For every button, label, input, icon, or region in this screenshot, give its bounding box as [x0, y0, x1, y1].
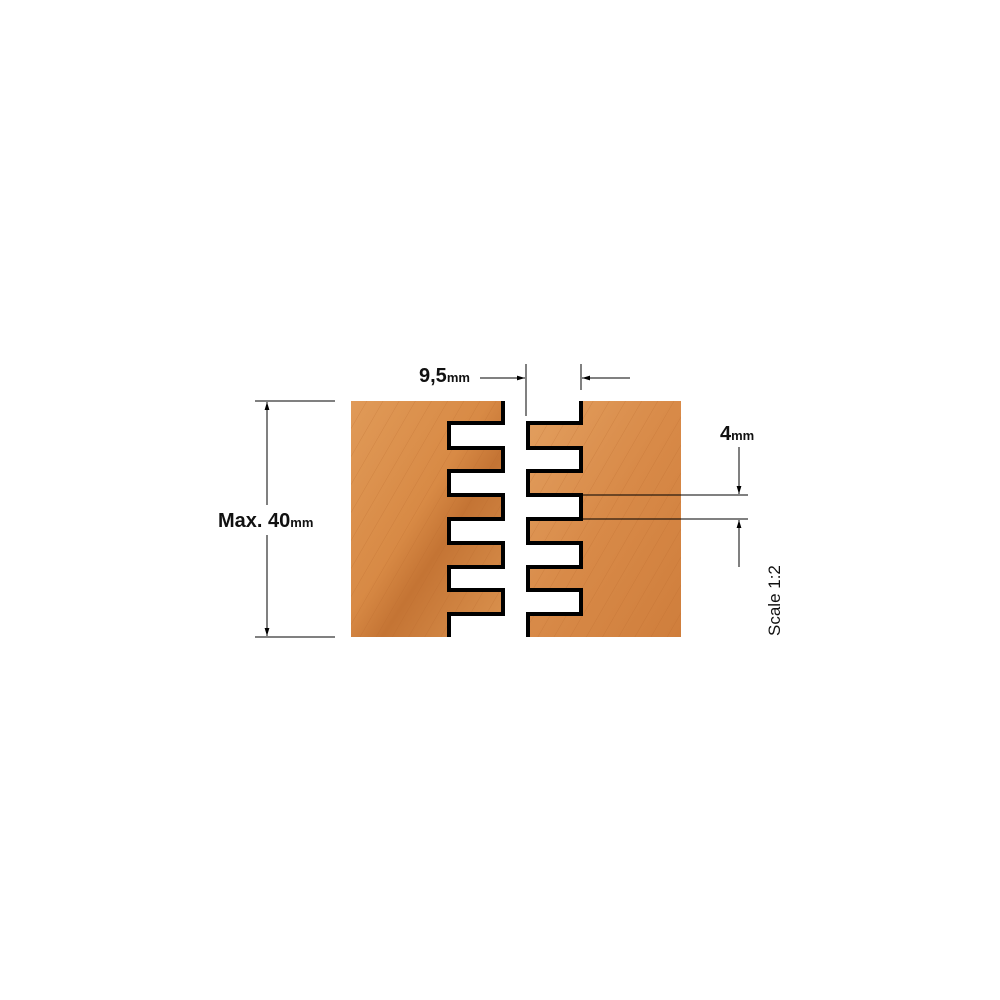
height-dimension — [255, 400, 335, 638]
scale-label: Scale 1:2 — [765, 565, 784, 636]
width-dimension — [480, 364, 630, 416]
width-label: 9,5mm — [419, 365, 470, 387]
height-label: Max. 40mm — [218, 510, 313, 532]
pitch-dimension — [583, 447, 748, 567]
left-workpiece — [351, 401, 505, 637]
pitch-label: 4mm — [720, 423, 754, 445]
